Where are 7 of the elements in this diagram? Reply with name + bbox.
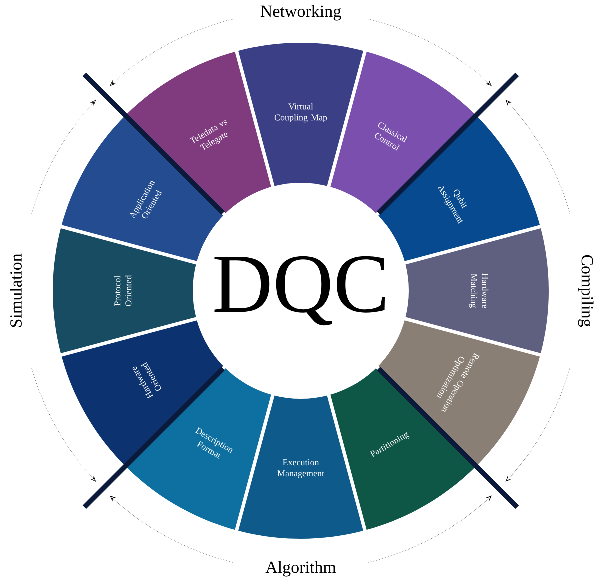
ring-segment: Virtual Coupling Map: [236, 43, 366, 187]
section-label: Algorithm: [264, 559, 338, 579]
section-label: Simulation: [8, 252, 24, 330]
section-label: Networking: [258, 3, 344, 23]
ring-segment: Execution Management: [236, 395, 366, 539]
section-label: Compiling: [576, 252, 596, 330]
ring-segment: Protocol Oriented: [53, 226, 197, 356]
